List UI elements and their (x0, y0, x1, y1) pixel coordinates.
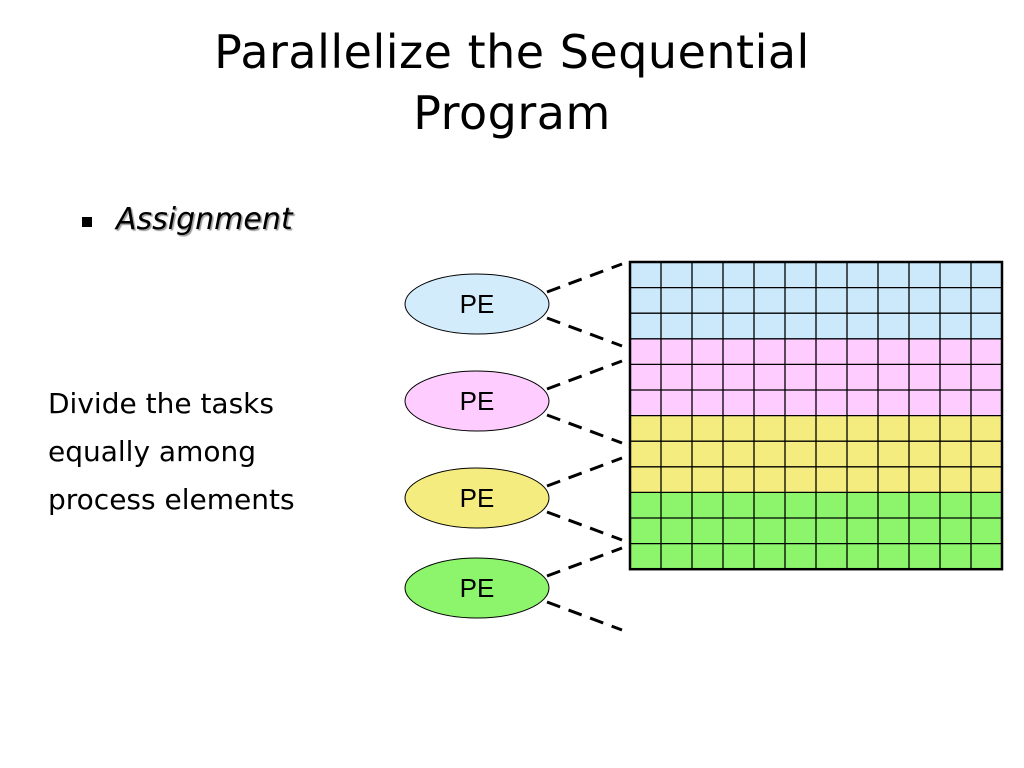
process-elements: PE PE PE PE (404, 273, 550, 619)
pe-1: PE (404, 273, 550, 335)
dashed-connector-lower (546, 413, 623, 445)
dashed-connector-lower (546, 510, 623, 542)
description-line-2: equally among (48, 435, 257, 468)
pe-label: PE (460, 483, 495, 513)
pe-label: PE (460, 573, 495, 603)
pe-4: PE (404, 557, 550, 619)
dashed-connector-upper (546, 456, 623, 488)
dashed-connector-upper (546, 262, 623, 294)
pe-label: PE (460, 386, 495, 416)
pe-ellipse (404, 273, 550, 335)
title-line-1: Parallelize the Sequential (214, 25, 810, 79)
dashed-connector-upper (546, 546, 623, 578)
pe-ellipse (404, 467, 550, 529)
description-line-1: Divide the tasks (48, 387, 274, 420)
slide-title: Parallelize the Sequential Program (0, 22, 1024, 143)
square-bullet-icon (82, 216, 92, 227)
dashed-connector-lower (546, 600, 623, 632)
title-line-2: Program (413, 85, 611, 140)
pe-ellipse (404, 557, 550, 619)
pe-ellipse (404, 370, 550, 432)
description-text: Divide the tasks equally among process e… (48, 380, 295, 524)
pe-label: PE (460, 289, 495, 319)
grid-border (628, 260, 1004, 571)
bullet-assignment: Assignment (82, 202, 293, 237)
description-line-3: process elements (48, 483, 295, 516)
dashed-connector-upper (546, 359, 623, 391)
dashed-connectors (546, 262, 623, 632)
dashed-connector-lower (546, 316, 623, 348)
bullet-text: Assignment (116, 202, 293, 237)
task-grid (628, 260, 1004, 571)
pe-2: PE (404, 370, 550, 432)
pe-3: PE (404, 467, 550, 529)
